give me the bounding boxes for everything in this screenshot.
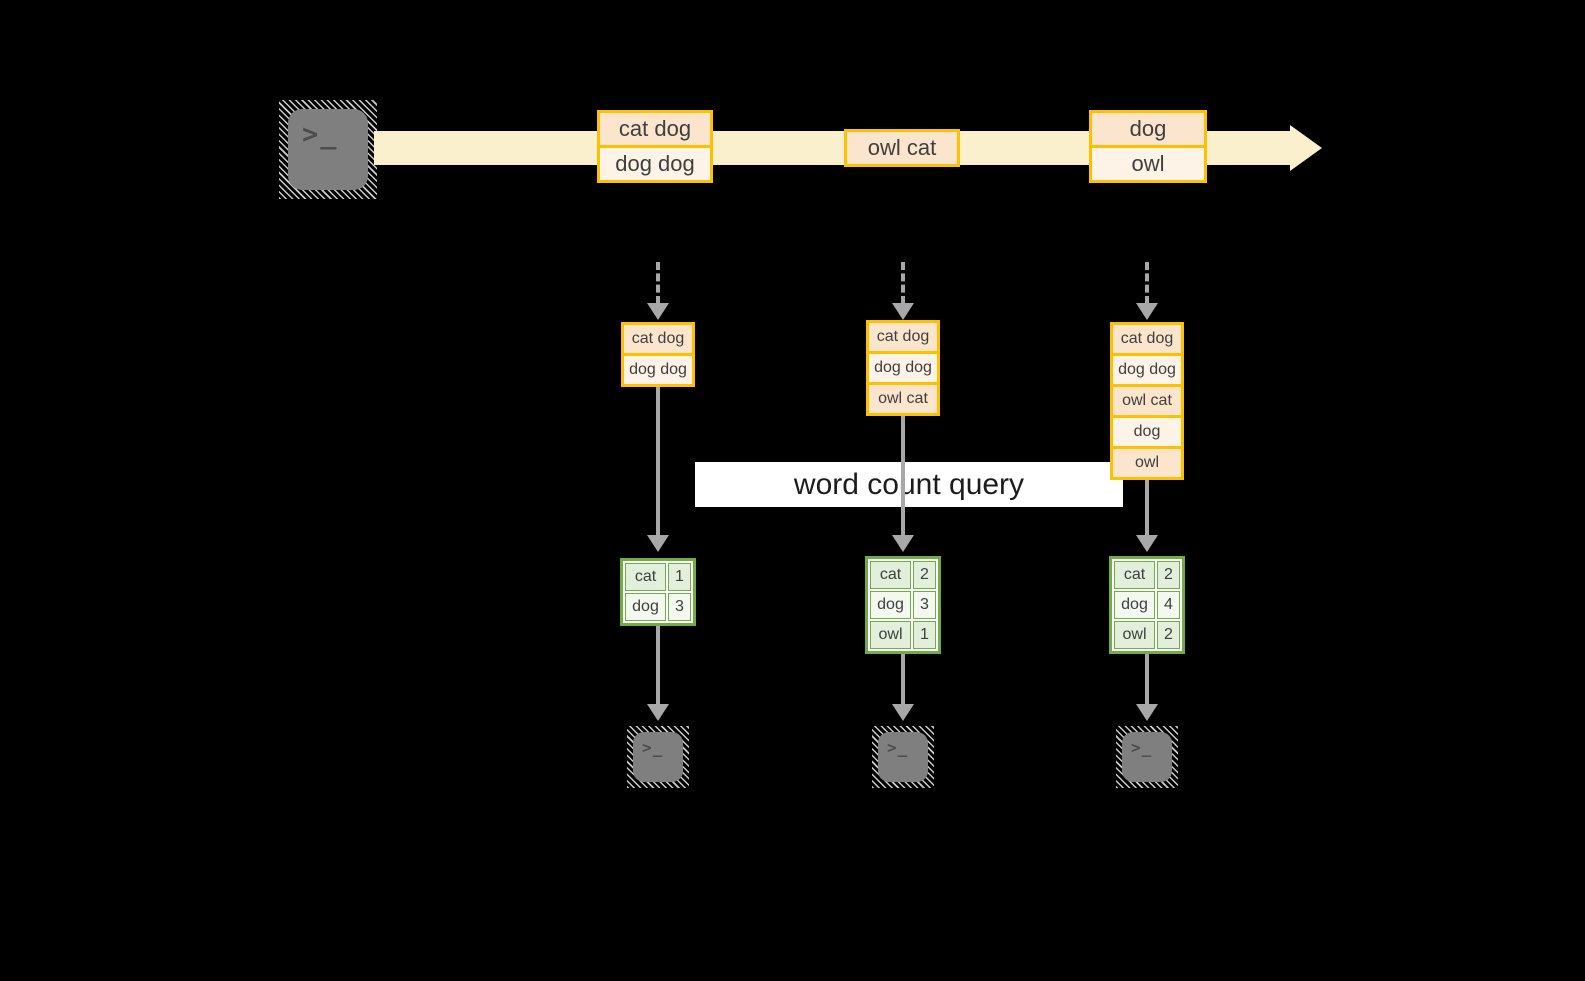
stack-item: dog dog: [621, 353, 695, 387]
word-count-table-1: cat 1 dog 3: [620, 558, 696, 626]
word-cell: cat: [625, 563, 666, 591]
dashed-arrow: [656, 262, 660, 304]
stack-item: dog dog: [866, 351, 940, 385]
line-stack-2: cat dog dog dog owl cat: [866, 320, 940, 416]
word-cell: owl: [1114, 621, 1155, 649]
word-cell: cat: [870, 561, 911, 589]
batch-item: owl cat: [844, 129, 960, 167]
stack-item: cat dog: [866, 320, 940, 354]
count-cell: 2: [913, 561, 936, 589]
connector-arrowhead-icon: [892, 704, 914, 721]
count-cell: 3: [913, 591, 936, 619]
stack-item: cat dog: [1110, 322, 1184, 356]
count-cell: 3: [668, 593, 691, 621]
stack-item: dog: [1110, 415, 1184, 449]
connector-arrowhead-icon: [1136, 704, 1158, 721]
prompt-icon: >_: [1131, 738, 1153, 757]
word-cell: owl: [870, 621, 911, 649]
dashed-arrowhead-icon: [892, 303, 914, 320]
terminal-screen: >_: [633, 732, 683, 782]
terminal-screen: >_: [288, 109, 368, 190]
connector-arrowhead-icon: [1136, 535, 1158, 552]
terminal-sink-icon: >_: [872, 726, 934, 788]
count-cell: 1: [668, 563, 691, 591]
terminal-sink-icon: >_: [1116, 726, 1178, 788]
stream-batch-1: cat dog dog dog: [597, 110, 713, 183]
word-cell: dog: [625, 593, 666, 621]
dashed-arrowhead-icon: [647, 303, 669, 320]
connector-arrowhead-icon: [892, 535, 914, 552]
word-cell: dog: [1114, 591, 1155, 619]
connector-line: [901, 416, 905, 535]
stack-item: owl: [1110, 446, 1184, 480]
connector-line: [1145, 654, 1149, 705]
count-cell: 2: [1157, 621, 1180, 649]
batch-item: cat dog: [597, 110, 713, 148]
word-cell: dog: [870, 591, 911, 619]
connector-arrowhead-icon: [647, 535, 669, 552]
query-banner: word count query: [695, 462, 1123, 507]
word-count-table-2: cat 2 dog 3 owl 1: [865, 556, 941, 654]
word-cell: cat: [1114, 561, 1155, 589]
line-stack-3: cat dog dog dog owl cat dog owl: [1110, 322, 1184, 480]
batch-item: dog: [1089, 110, 1207, 148]
prompt-icon: >_: [642, 738, 664, 757]
dashed-arrow: [1145, 262, 1149, 304]
batch-item: owl: [1089, 145, 1207, 183]
stack-item: owl cat: [1110, 384, 1184, 418]
count-cell: 2: [1157, 561, 1180, 589]
word-count-table-3: cat 2 dog 4 owl 2: [1109, 556, 1185, 654]
terminal-sink-icon: >_: [627, 726, 689, 788]
connector-arrowhead-icon: [647, 704, 669, 721]
prompt-icon: >_: [302, 119, 339, 150]
dashed-arrowhead-icon: [1136, 303, 1158, 320]
stack-item: cat dog: [621, 322, 695, 356]
connector-line: [656, 387, 660, 535]
line-stack-1: cat dog dog dog: [621, 322, 695, 387]
connector-line: [1145, 480, 1149, 535]
batch-item: dog dog: [597, 145, 713, 183]
count-cell: 1: [913, 621, 936, 649]
stream-batch-3: dog owl: [1089, 110, 1207, 183]
stack-item: owl cat: [866, 382, 940, 416]
stream-arrowhead-icon: [1290, 125, 1322, 171]
terminal-source-icon: >_: [279, 100, 377, 199]
count-cell: 4: [1157, 591, 1180, 619]
stack-item: dog dog: [1110, 353, 1184, 387]
terminal-screen: >_: [878, 732, 928, 782]
prompt-icon: >_: [887, 738, 909, 757]
dashed-arrow: [901, 262, 905, 304]
stream-batch-2: owl cat: [844, 129, 960, 167]
terminal-screen: >_: [1122, 732, 1172, 782]
connector-line: [656, 626, 660, 705]
connector-line: [901, 654, 905, 705]
